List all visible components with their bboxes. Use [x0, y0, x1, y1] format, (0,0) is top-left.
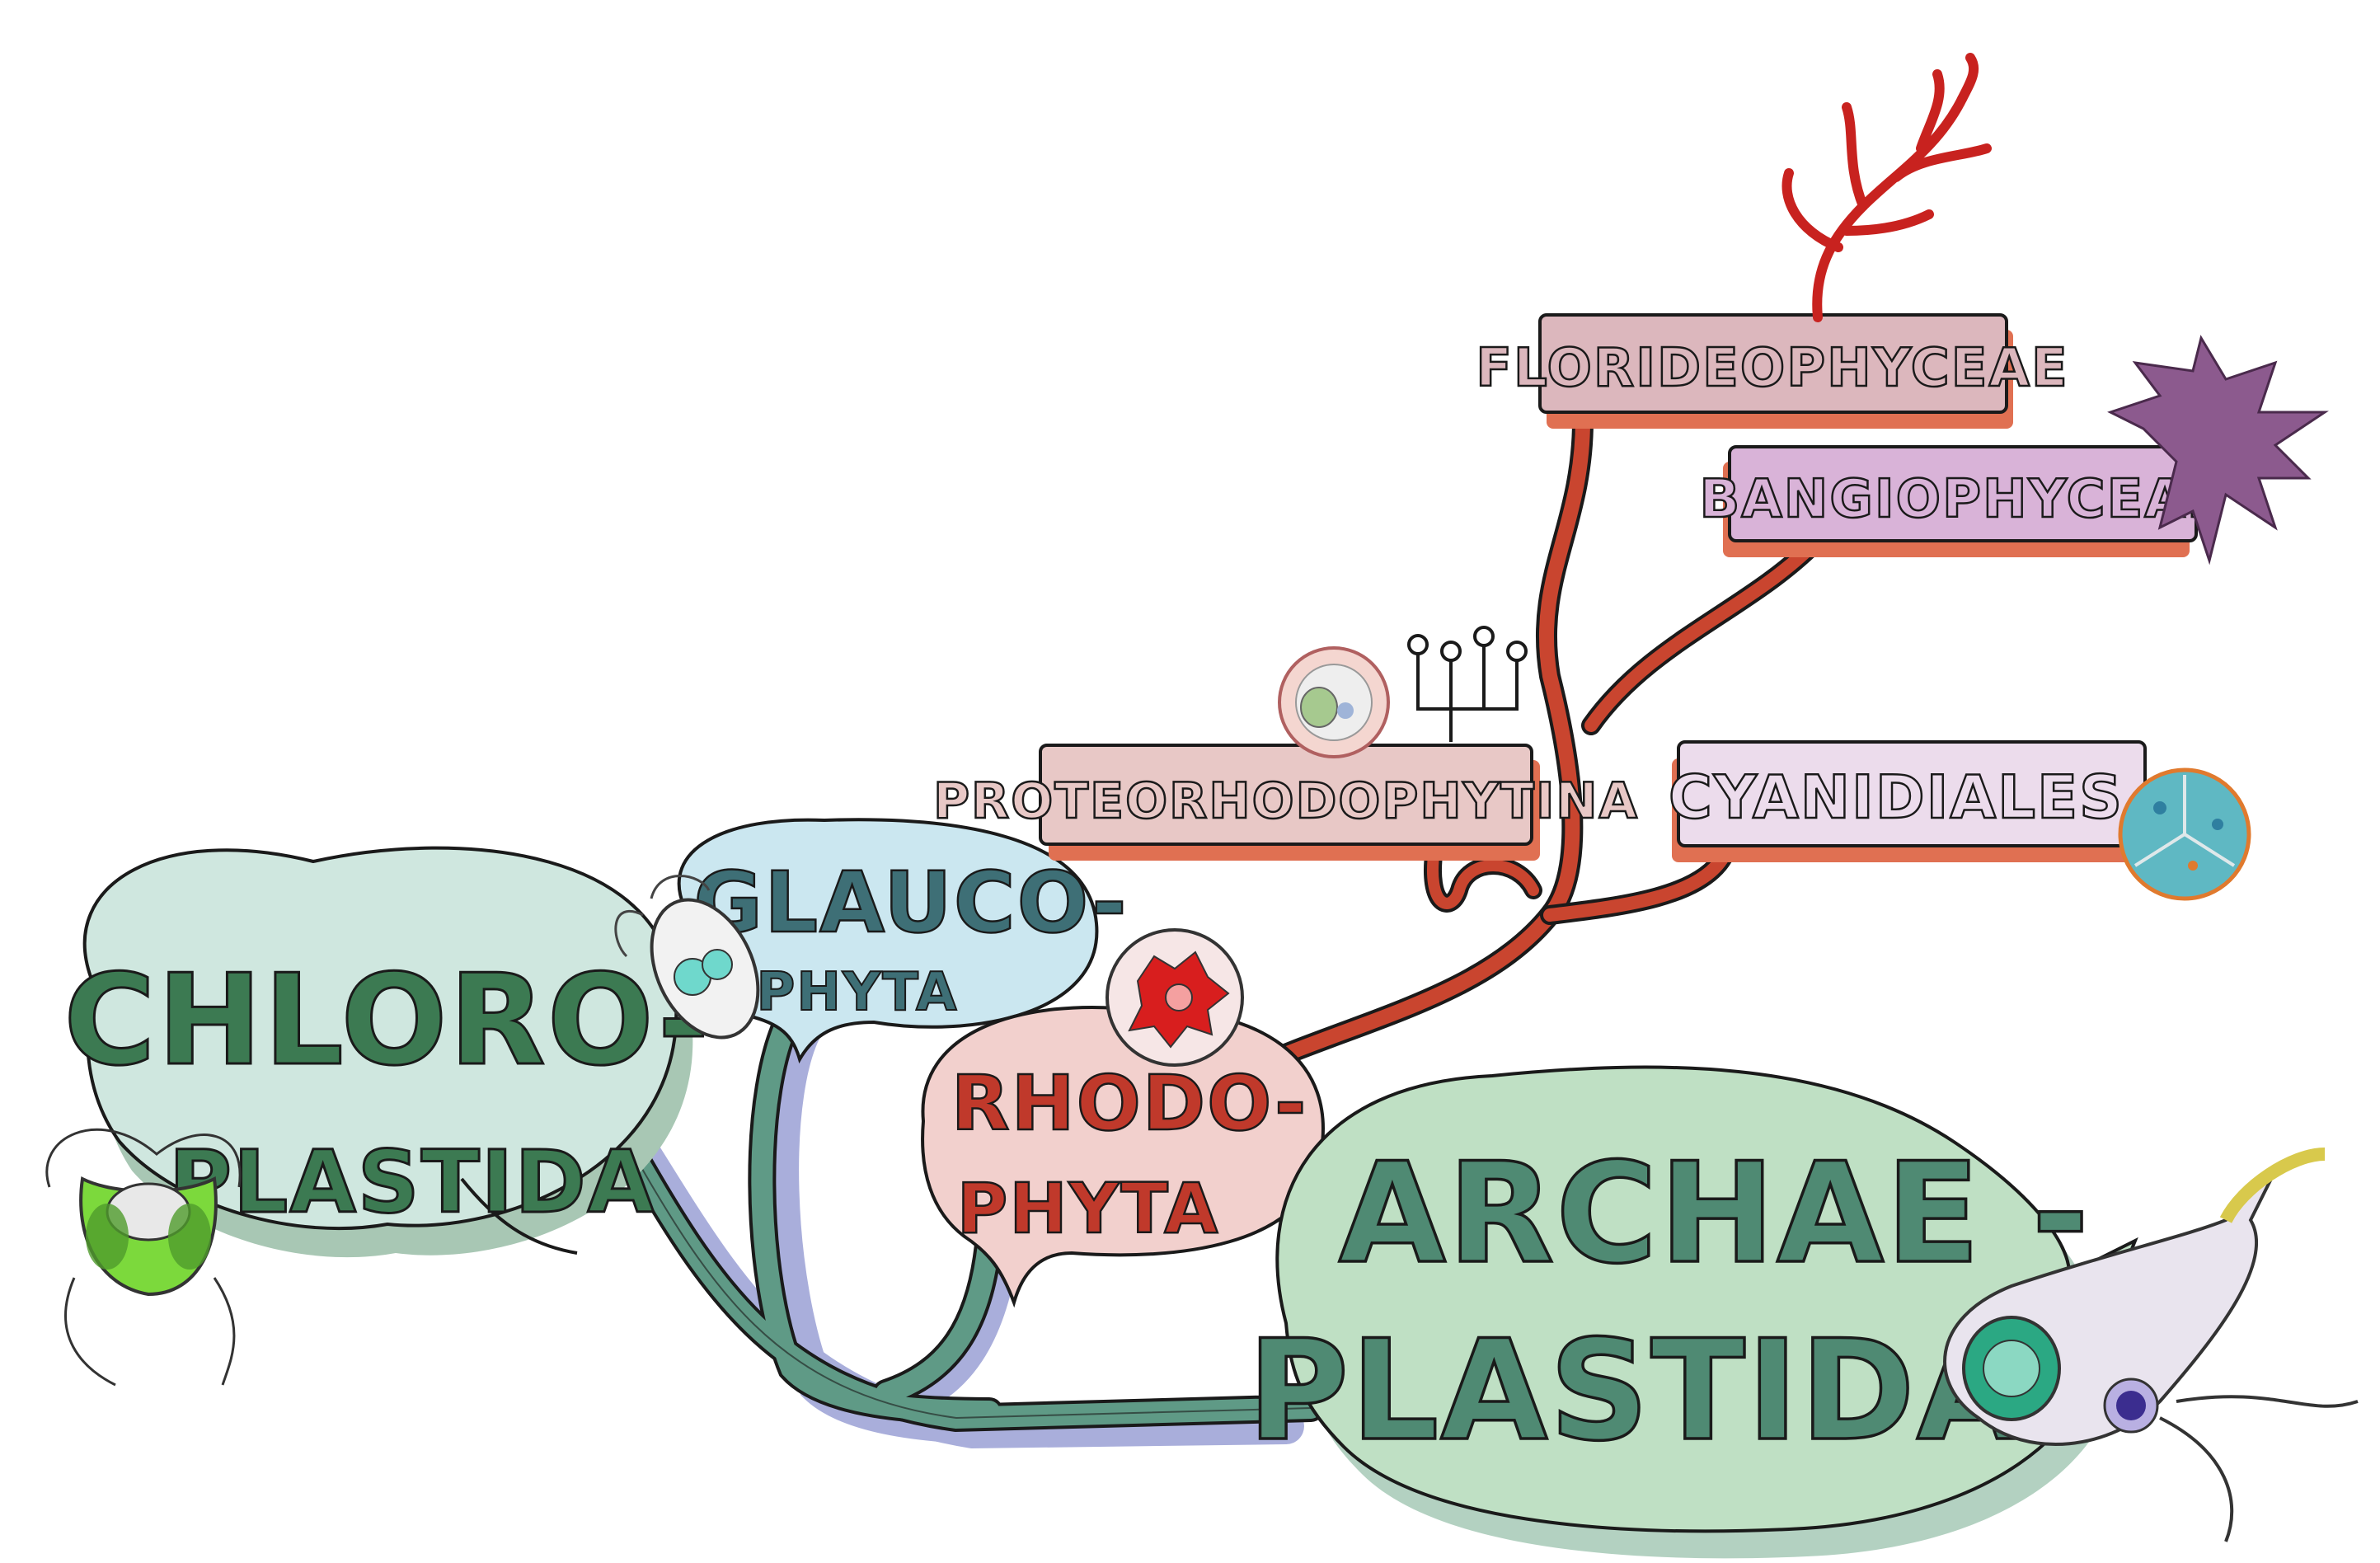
- proteorhodophytina-cell-icon: [1278, 646, 1390, 758]
- archaeplastida-line1: ARCHAE -: [1339, 1133, 2091, 1294]
- proteorhodophytina-node: PROTEORHODOPHYTINA: [932, 744, 1639, 861]
- florideophyceae-label: FLORIDEOPHYCEAE: [1476, 338, 2068, 399]
- cyanidiales-node: CYANIDIALES: [1668, 740, 2147, 862]
- chloroplastida-node: CHLORO- PLASTIDA: [63, 846, 711, 1258]
- florideophyceae-node: FLORIDEOPHYCEAE: [1475, 313, 2068, 429]
- rhodophyta-line2: PHYTA: [957, 1168, 1219, 1249]
- purple-seaweed-icon: [2107, 335, 2329, 566]
- red-branches: [1234, 410, 1824, 1082]
- proteorhodophytina-label: PROTEORHODOPHYTINA: [933, 772, 1639, 830]
- cyanidiales-cell-icon: [2118, 767, 2251, 901]
- rhodophyta-node: RHODO- PHYTA: [921, 1006, 1325, 1308]
- chloroplastida-line2: PLASTIDA: [169, 1132, 655, 1232]
- branching-tree-icon: [1407, 626, 1528, 742]
- glaucophyta-line1: GLAUCO-: [693, 854, 1128, 952]
- archaeplastida-line2: PLASTIDA: [1247, 1310, 2026, 1471]
- chloroplastida-line1: CHLORO-: [63, 947, 711, 1093]
- green-alga-icon: [45, 1128, 242, 1387]
- bangiophyceae-label: BANGIOPHYCEAE: [1699, 469, 2224, 530]
- rhodophyta-line1: RHODO-: [951, 1059, 1308, 1148]
- bangiophyceae-node: BANGIOPHYCEAE: [1698, 445, 2224, 557]
- red-cell-icon: [1106, 928, 1244, 1067]
- cyanidiales-label: CYANIDIALES: [1669, 763, 2124, 832]
- red-seaweed-icon: [1781, 53, 1992, 322]
- flagellate-cell-icon: [1943, 1148, 2359, 1542]
- glaucophyta-line2: PHYTA: [756, 962, 958, 1023]
- glaucophyte-cell-icon: [614, 875, 760, 1040]
- green-branches: [613, 1000, 1325, 1449]
- archaeplastida-node: ARCHAE - PLASTIDA: [1246, 1065, 2153, 1559]
